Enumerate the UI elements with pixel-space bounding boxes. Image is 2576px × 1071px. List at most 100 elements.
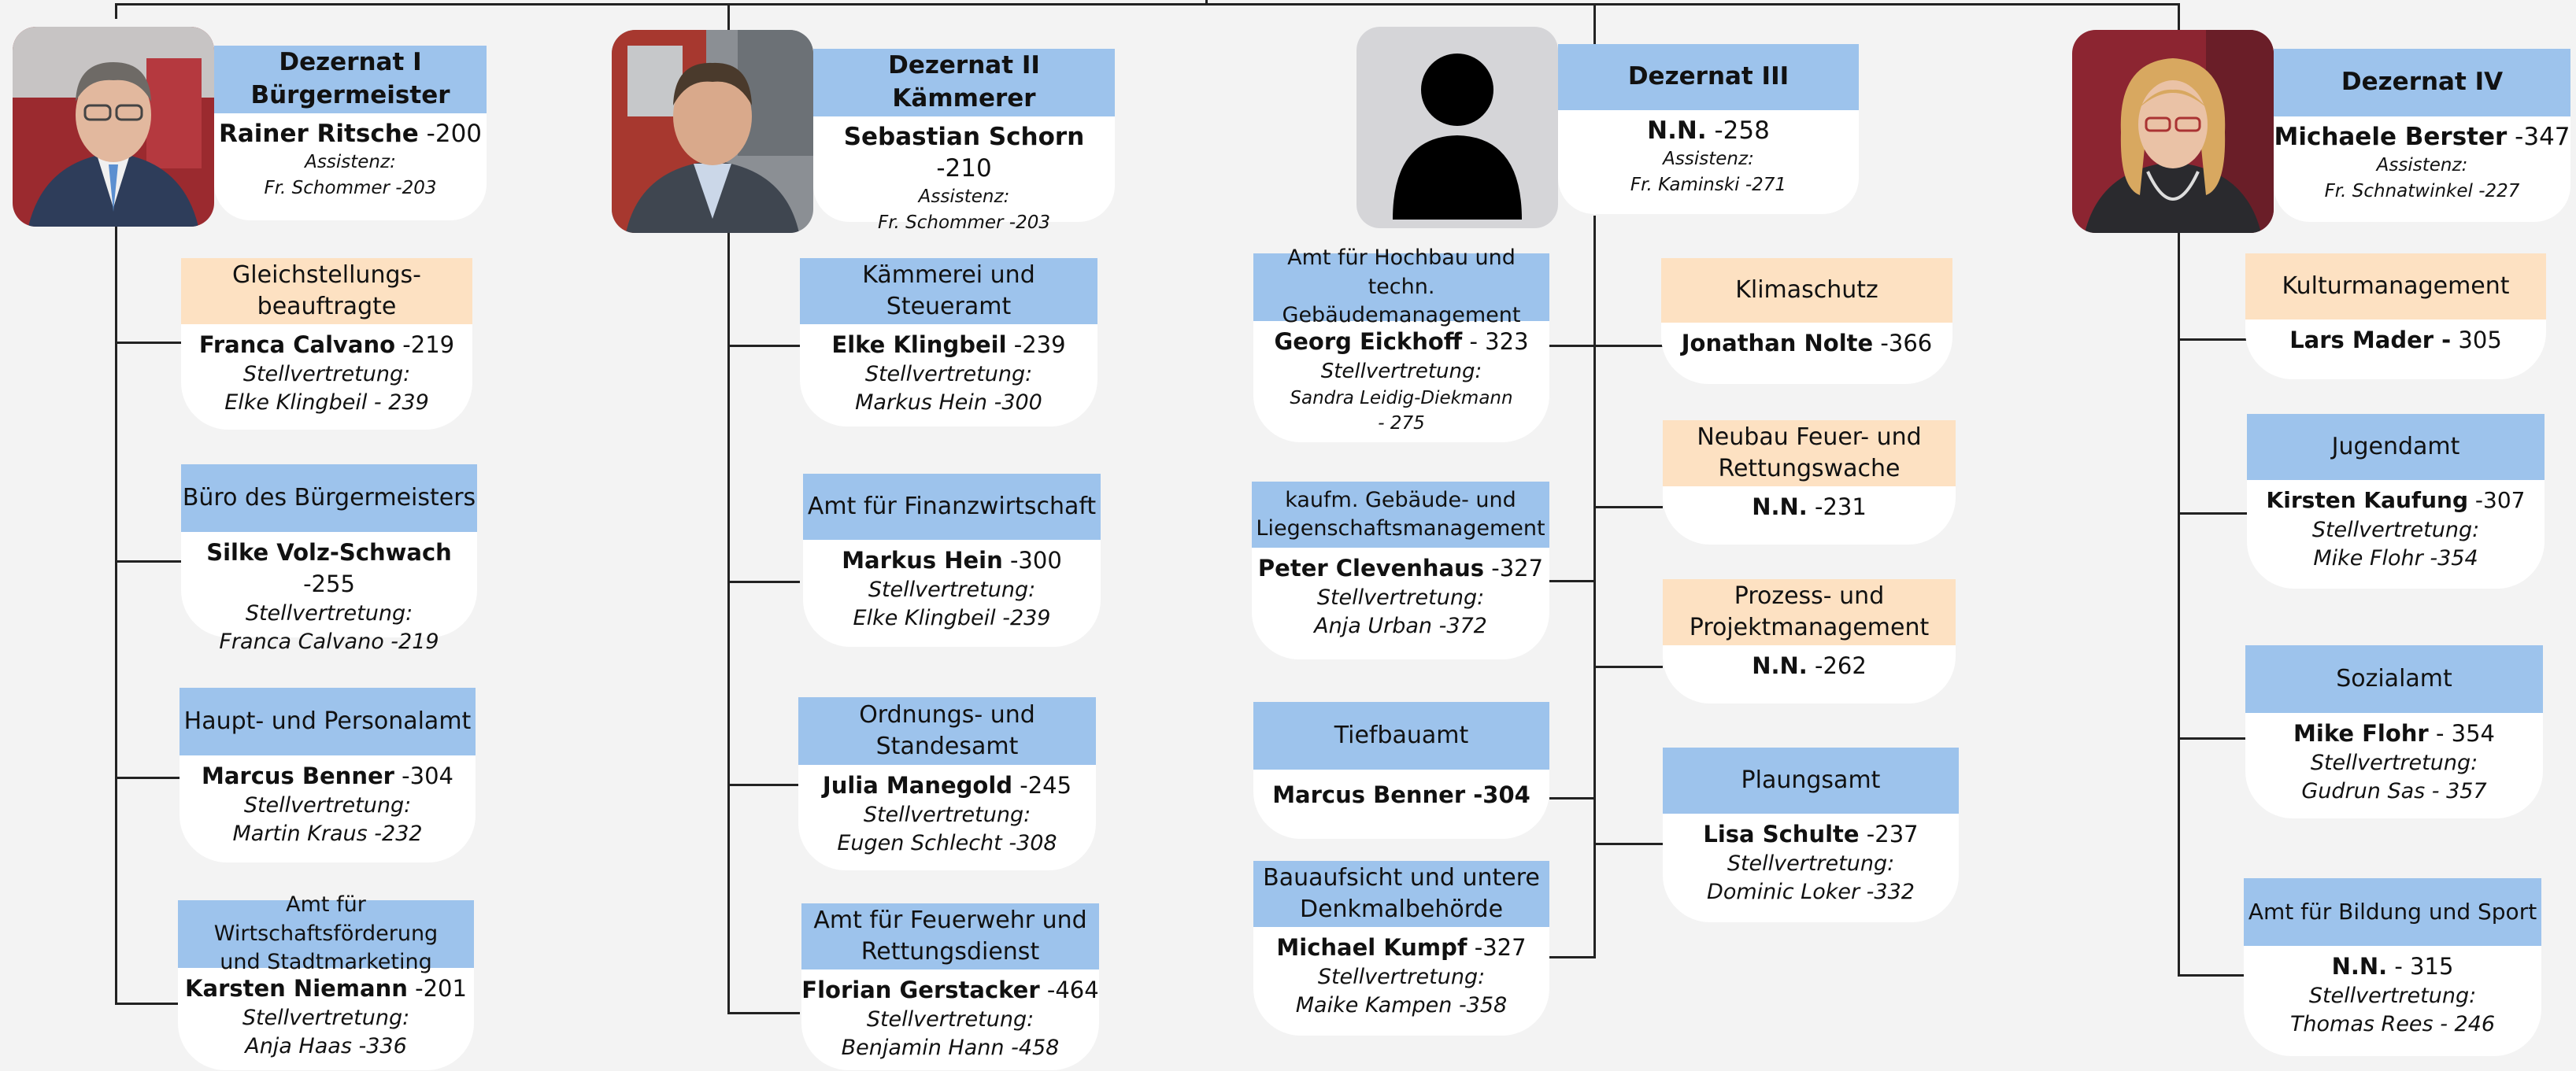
unit-title-line2: beauftragte [257, 293, 397, 320]
unit-head-ext: 305 [2458, 327, 2502, 353]
unit-head-name: Franca Calvano [198, 331, 396, 358]
unit-deputy-label: Stellvertretung: [1317, 965, 1486, 989]
unit-head-name: Michael Kumpf [1276, 934, 1468, 961]
unit-title-line1: Prozess- und [1734, 582, 1885, 610]
dezernat-3-title: Dezernat III [1558, 44, 1859, 110]
unit-bildung-sport: Amt für Bildung und Sport N.N. - 315 Ste… [2244, 878, 2541, 1056]
unit-title-line2: Projektmanagement [1689, 614, 1930, 641]
dezernat-1-photo [13, 27, 214, 227]
unit-head-name: Marcus Benner [201, 763, 394, 789]
unit-liegenschaft: kaufm. Gebäude- und Liegenschaftsmanagem… [1252, 482, 1549, 659]
dezernat-2-title: Dezernat II Kämmerer [813, 49, 1115, 116]
d4-branch [2178, 737, 2247, 740]
unit-head-ext: -307 [2474, 487, 2526, 513]
unit-sozialamt: Sozialamt Mike Flohr - 354 Stellvertretu… [2245, 645, 2543, 818]
d3-spine [1593, 216, 1596, 958]
unit-deputy-ext: - 275 [1378, 413, 1425, 434]
unit-deputy: Dominic Loker -332 [1707, 880, 1915, 904]
unit-head-name: Peter Clevenhaus [1257, 555, 1485, 582]
unit-head-name: Mike Flohr [2293, 720, 2429, 747]
unit-title-line1: Haupt- und Personalamt [183, 707, 472, 735]
unit-deputy: Maike Kampen -358 [1295, 993, 1508, 1017]
d4-branch [2178, 974, 2247, 977]
unit-head-name: N.N. [1752, 652, 1808, 679]
unit-head-name: Jonathan Nolte [1681, 330, 1874, 356]
unit-head-ext: -237 [1866, 821, 1919, 848]
top-connector [115, 3, 2179, 6]
d4-branch [2178, 338, 2247, 341]
unit-head-ext: -231 [1814, 493, 1867, 520]
dezernat-4-ext: -347 [2515, 123, 2570, 151]
unit-buero-buergermeister: Büro des Bürgermeisters Silke Volz-Schwa… [181, 464, 477, 654]
unit-deputy: Franca Calvano -219 [219, 630, 439, 654]
unit-neubau-feuerwache: Neubau Feuer- und Rettungswache N.N. -23… [1663, 420, 1956, 545]
d3-branch-left [1549, 956, 1595, 958]
top-connector-stub [1205, 0, 1208, 5]
d2-branch [727, 1012, 800, 1014]
unit-deputy-label: Stellvertretung: [2308, 984, 2477, 1008]
dezernat-4-title: Dezernat IV [2274, 49, 2570, 116]
d2-branch [727, 784, 800, 786]
unit-deputy: Eugen Schlecht -308 [837, 831, 1057, 855]
unit-title-line1: Klimaschutz [1735, 275, 1878, 304]
unit-title-line1: Amt für Hochbau und techn. [1287, 246, 1516, 299]
unit-title-line1: Gleichstellungs- [232, 260, 421, 289]
unit-finanzwirtschaft: Amt für Finanzwirtschaft Markus Hein -30… [803, 474, 1101, 647]
unit-title-line1: Tiefbauamt [1334, 721, 1469, 749]
d4-drop [2178, 3, 2180, 31]
dezernat-4-photo [2072, 30, 2274, 233]
unit-title-line1: Ordnungs- und [859, 700, 1035, 729]
unit-deputy: Elke Klingbeil -239 [853, 606, 1051, 630]
unit-klimaschutz: Klimaschutz Jonathan Nolte -366 [1661, 258, 1952, 384]
unit-deputy-label: Stellvertretung: [245, 601, 413, 626]
unit-feuerwehr: Amt für Feuerwehr und Rettungsdienst Flo… [801, 903, 1099, 1070]
unit-head-name: Marcus Benner -304 [1272, 781, 1530, 808]
unit-ordnungsamt: Ordnungs- und Standesamt Julia Manegold … [798, 697, 1096, 870]
unit-wirtschaftsfoerderung: Amt für Wirtschaftsförderung und Stadtma… [178, 892, 474, 1070]
unit-deputy: Anja Haas -336 [245, 1034, 407, 1058]
dezernat-2-assist-label: Assistenz: [918, 187, 1010, 207]
unit-bauaufsicht: Bauaufsicht und untere Denkmalbehörde Mi… [1253, 861, 1549, 1036]
unit-deputy: Benjamin Hann -458 [841, 1036, 1060, 1060]
unit-deputy-label: Stellvertretung: [242, 1006, 410, 1030]
dezernat-2-assist: Fr. Schommer -203 [877, 212, 1051, 233]
unit-title-line2: und Stadtmarketing [220, 950, 432, 975]
d3-branch-left [1549, 797, 1595, 800]
dezernat-3-title-line1: Dezernat III [1627, 62, 1790, 91]
unit-title-line1: Kämmerei und Steueramt [862, 260, 1035, 321]
unit-head-name: Kirsten Kaufung [2266, 487, 2468, 513]
dezernat-4-title-line1: Dezernat IV [2341, 68, 2504, 97]
unit-head-ext: -300 [1009, 547, 1062, 574]
dezernat-2-title-line1: Dezernat II [888, 51, 1040, 80]
dezernat-3-assist: Fr. Kaminski -271 [1630, 175, 1787, 195]
dezernat-3-ext: -258 [1714, 116, 1770, 145]
unit-head-ext: -327 [1491, 555, 1544, 582]
unit-title-line1: Neubau Feuer- und [1697, 423, 1922, 451]
unit-title-line1: Amt für Wirtschaftsförderung [213, 892, 439, 946]
unit-deputy: Anja Urban -372 [1314, 614, 1487, 638]
unit-title-line1: Sozialamt [2336, 664, 2452, 692]
unit-title-line2: Gebäudemanagement [1282, 303, 1521, 328]
unit-head-name: Silke Volz-Schwach [206, 539, 452, 566]
dezernat-1-card: Dezernat I Bürgermeister Rainer Ritsche … [214, 46, 487, 220]
unit-head-ext: -464 [1046, 977, 1099, 1003]
d3-branch-left [1549, 580, 1595, 582]
unit-head-ext: -219 [402, 331, 455, 358]
unit-planungsamt: Plaungsamt Lisa Schulte -237 Stellvertre… [1663, 748, 1959, 922]
d1-branch [115, 1003, 181, 1005]
unit-gleichstellung: Gleichstellungs- beauftragte Franca Calv… [181, 258, 472, 430]
unit-deputy-label: Stellvertretung: [243, 793, 412, 818]
unit-deputy-label: Stellvertretung: [868, 578, 1036, 602]
d2-branch [727, 581, 800, 583]
dezernat-3-card: Dezernat III N.N. -258 Assistenz: Fr. Ka… [1558, 44, 1859, 214]
dezernat-4-assist: Fr. Schnatwinkel -227 [2324, 181, 2520, 201]
unit-title-line2: Rettungsdienst [861, 938, 1040, 966]
unit-head-ext: -245 [1020, 772, 1072, 799]
dezernat-2-ext: -210 [936, 154, 992, 183]
unit-title-line2: Denkmalbehörde [1299, 896, 1504, 923]
unit-head-name: Markus Hein [842, 547, 1003, 574]
d1-branch [115, 560, 181, 563]
unit-title-line1: Amt für Bildung und Sport [2248, 899, 2537, 925]
d3-branch-right [1593, 666, 1663, 668]
d3-branch-right [1593, 843, 1663, 845]
